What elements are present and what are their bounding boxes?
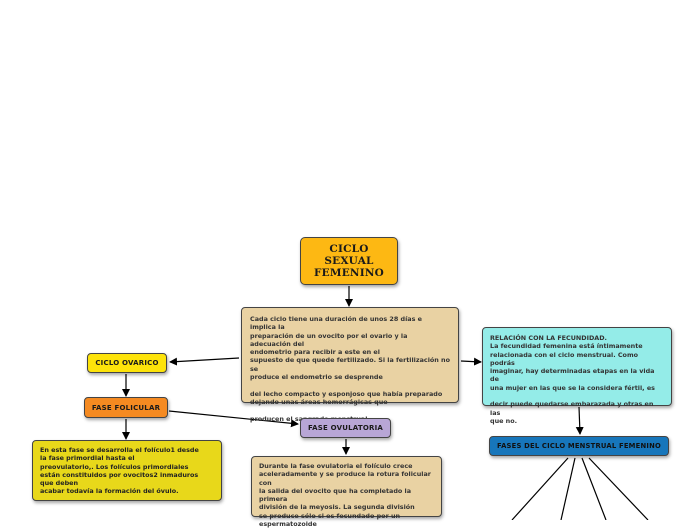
connector-fases-branch-3 <box>581 457 607 520</box>
node-ciclo-sexual-femenino[interactable]: CICLO SEXUAL FEMENINO <box>300 237 398 285</box>
connector-definicion-to-fecundidad <box>460 357 482 366</box>
node-relacion-fecundidad[interactable]: RELACIÓN CON LA FECUNDIDAD. La fecundida… <box>482 327 672 425</box>
connector-fases-branch-4 <box>588 457 649 520</box>
node-fase-ovulatoria[interactable]: FASE OVULATORIA <box>300 418 391 438</box>
connector-fases-branch-1 <box>511 457 569 520</box>
node-fases-ciclo-menstrual[interactable]: FASES DEL CICLO MENSTRUAL FEMENINO <box>489 436 669 456</box>
node-fase-folicular[interactable]: FASE FOLICULAR <box>84 397 168 418</box>
node-fase-folicular-texto[interactable]: En esta fase se desarrolla el folículo1 … <box>32 440 222 501</box>
node-fase-ovulatoria-texto[interactable]: Durante la fase ovulatoria el folículo c… <box>251 456 442 528</box>
connector-folicular-to-ovulatoria <box>168 410 299 428</box>
node-definicion-ciclo[interactable]: Cada ciclo tiene una duración de unos 28… <box>241 307 459 423</box>
connector-fecundidad-to-fases <box>575 406 584 435</box>
node-ciclo-ovarico[interactable]: CICLO OVARICO <box>87 353 167 373</box>
connector-fases-branch-2 <box>560 457 576 520</box>
connector-definicion-to-ciclo-ovarico <box>169 357 240 366</box>
